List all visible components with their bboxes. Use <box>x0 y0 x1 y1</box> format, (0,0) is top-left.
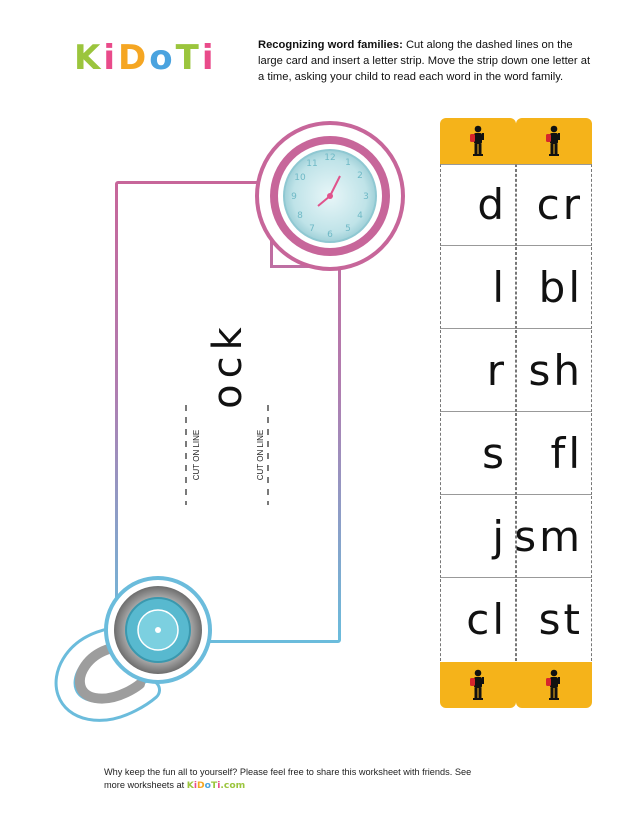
svg-text:7: 7 <box>309 224 315 234</box>
logo-letter: D <box>118 38 148 78</box>
strip-letters: fl <box>516 413 592 495</box>
footer-site-letter: K <box>186 780 194 791</box>
strip-letters: d <box>440 164 516 246</box>
footer-prefix: more worksheets at <box>104 780 187 790</box>
svg-text:1: 1 <box>345 158 351 168</box>
svg-text:12: 12 <box>324 153 335 163</box>
logo-letter: T <box>175 38 200 78</box>
clock-icon: 12 1 2 3 4 5 6 7 8 9 10 11 <box>255 121 405 271</box>
strip-letters: st <box>516 579 592 661</box>
schoolkid-icon <box>546 669 560 700</box>
word-family-ending: ock <box>205 321 251 409</box>
strip-letters: l <box>440 247 516 329</box>
strip-letters: j <box>440 496 516 578</box>
footer-site-letter: i <box>217 780 221 791</box>
schoolkid-icon <box>546 125 560 156</box>
schoolkid-icon <box>470 669 484 700</box>
strip-letters: cr <box>516 164 592 246</box>
logo-letter: i <box>201 38 215 78</box>
footer-site-letter: o <box>229 780 236 791</box>
footer-site-letter: . <box>220 780 224 791</box>
footer-line-1: Why keep the fun all to yourself? Please… <box>104 767 472 777</box>
logo-letter: i <box>103 38 117 78</box>
svg-text:10: 10 <box>294 173 306 183</box>
svg-text:3: 3 <box>363 192 369 202</box>
strip-letters: r <box>440 330 516 412</box>
footer-site-letter: i <box>193 780 198 791</box>
logo-letter: K <box>74 38 102 78</box>
strip-bottom-tab[interactable] <box>516 662 592 708</box>
footer-site-letter: D <box>197 780 205 791</box>
svg-text:11: 11 <box>306 159 317 169</box>
cut-label-right: CUT ON LINE <box>256 429 265 481</box>
footer-site-letter: T <box>210 780 218 791</box>
instructions: Recognizing word families: Cut along the… <box>258 37 598 85</box>
footer-line-2: more worksheets at KiDoTi.com <box>104 779 524 792</box>
svg-text:8: 8 <box>297 211 303 221</box>
svg-text:5: 5 <box>345 224 351 234</box>
svg-text:6: 6 <box>327 230 333 240</box>
strip-bottom-tab[interactable] <box>440 662 516 708</box>
footer-site-letter: c <box>223 780 230 791</box>
schoolkid-icon <box>470 125 484 156</box>
strip-letters: sh <box>516 330 592 412</box>
footer: Why keep the fun all to yourself? Please… <box>104 766 524 792</box>
strip-top-tab[interactable] <box>516 118 592 164</box>
cut-label-left: CUT ON LINE <box>192 429 201 481</box>
instructions-body: Cut along the dashed lines on the large … <box>258 39 591 83</box>
svg-text:4: 4 <box>357 211 363 221</box>
strip-top-tab[interactable] <box>440 118 516 164</box>
strip-letters: bl <box>516 247 592 329</box>
svg-text:2: 2 <box>357 171 363 181</box>
strip-letters: cl <box>440 579 516 661</box>
strip-letters: sm <box>514 496 592 578</box>
strip-letters: s <box>440 413 516 495</box>
footer-site-link[interactable]: KiDoTi.com <box>187 780 246 791</box>
instructions-heading: Recognizing word families: <box>258 39 403 51</box>
combination-lock-icon <box>54 576 212 722</box>
svg-text:9: 9 <box>291 192 297 202</box>
footer-site-letter: m <box>235 780 246 791</box>
footer-site-letter: o <box>204 780 211 791</box>
logo-letter: o <box>149 38 174 78</box>
